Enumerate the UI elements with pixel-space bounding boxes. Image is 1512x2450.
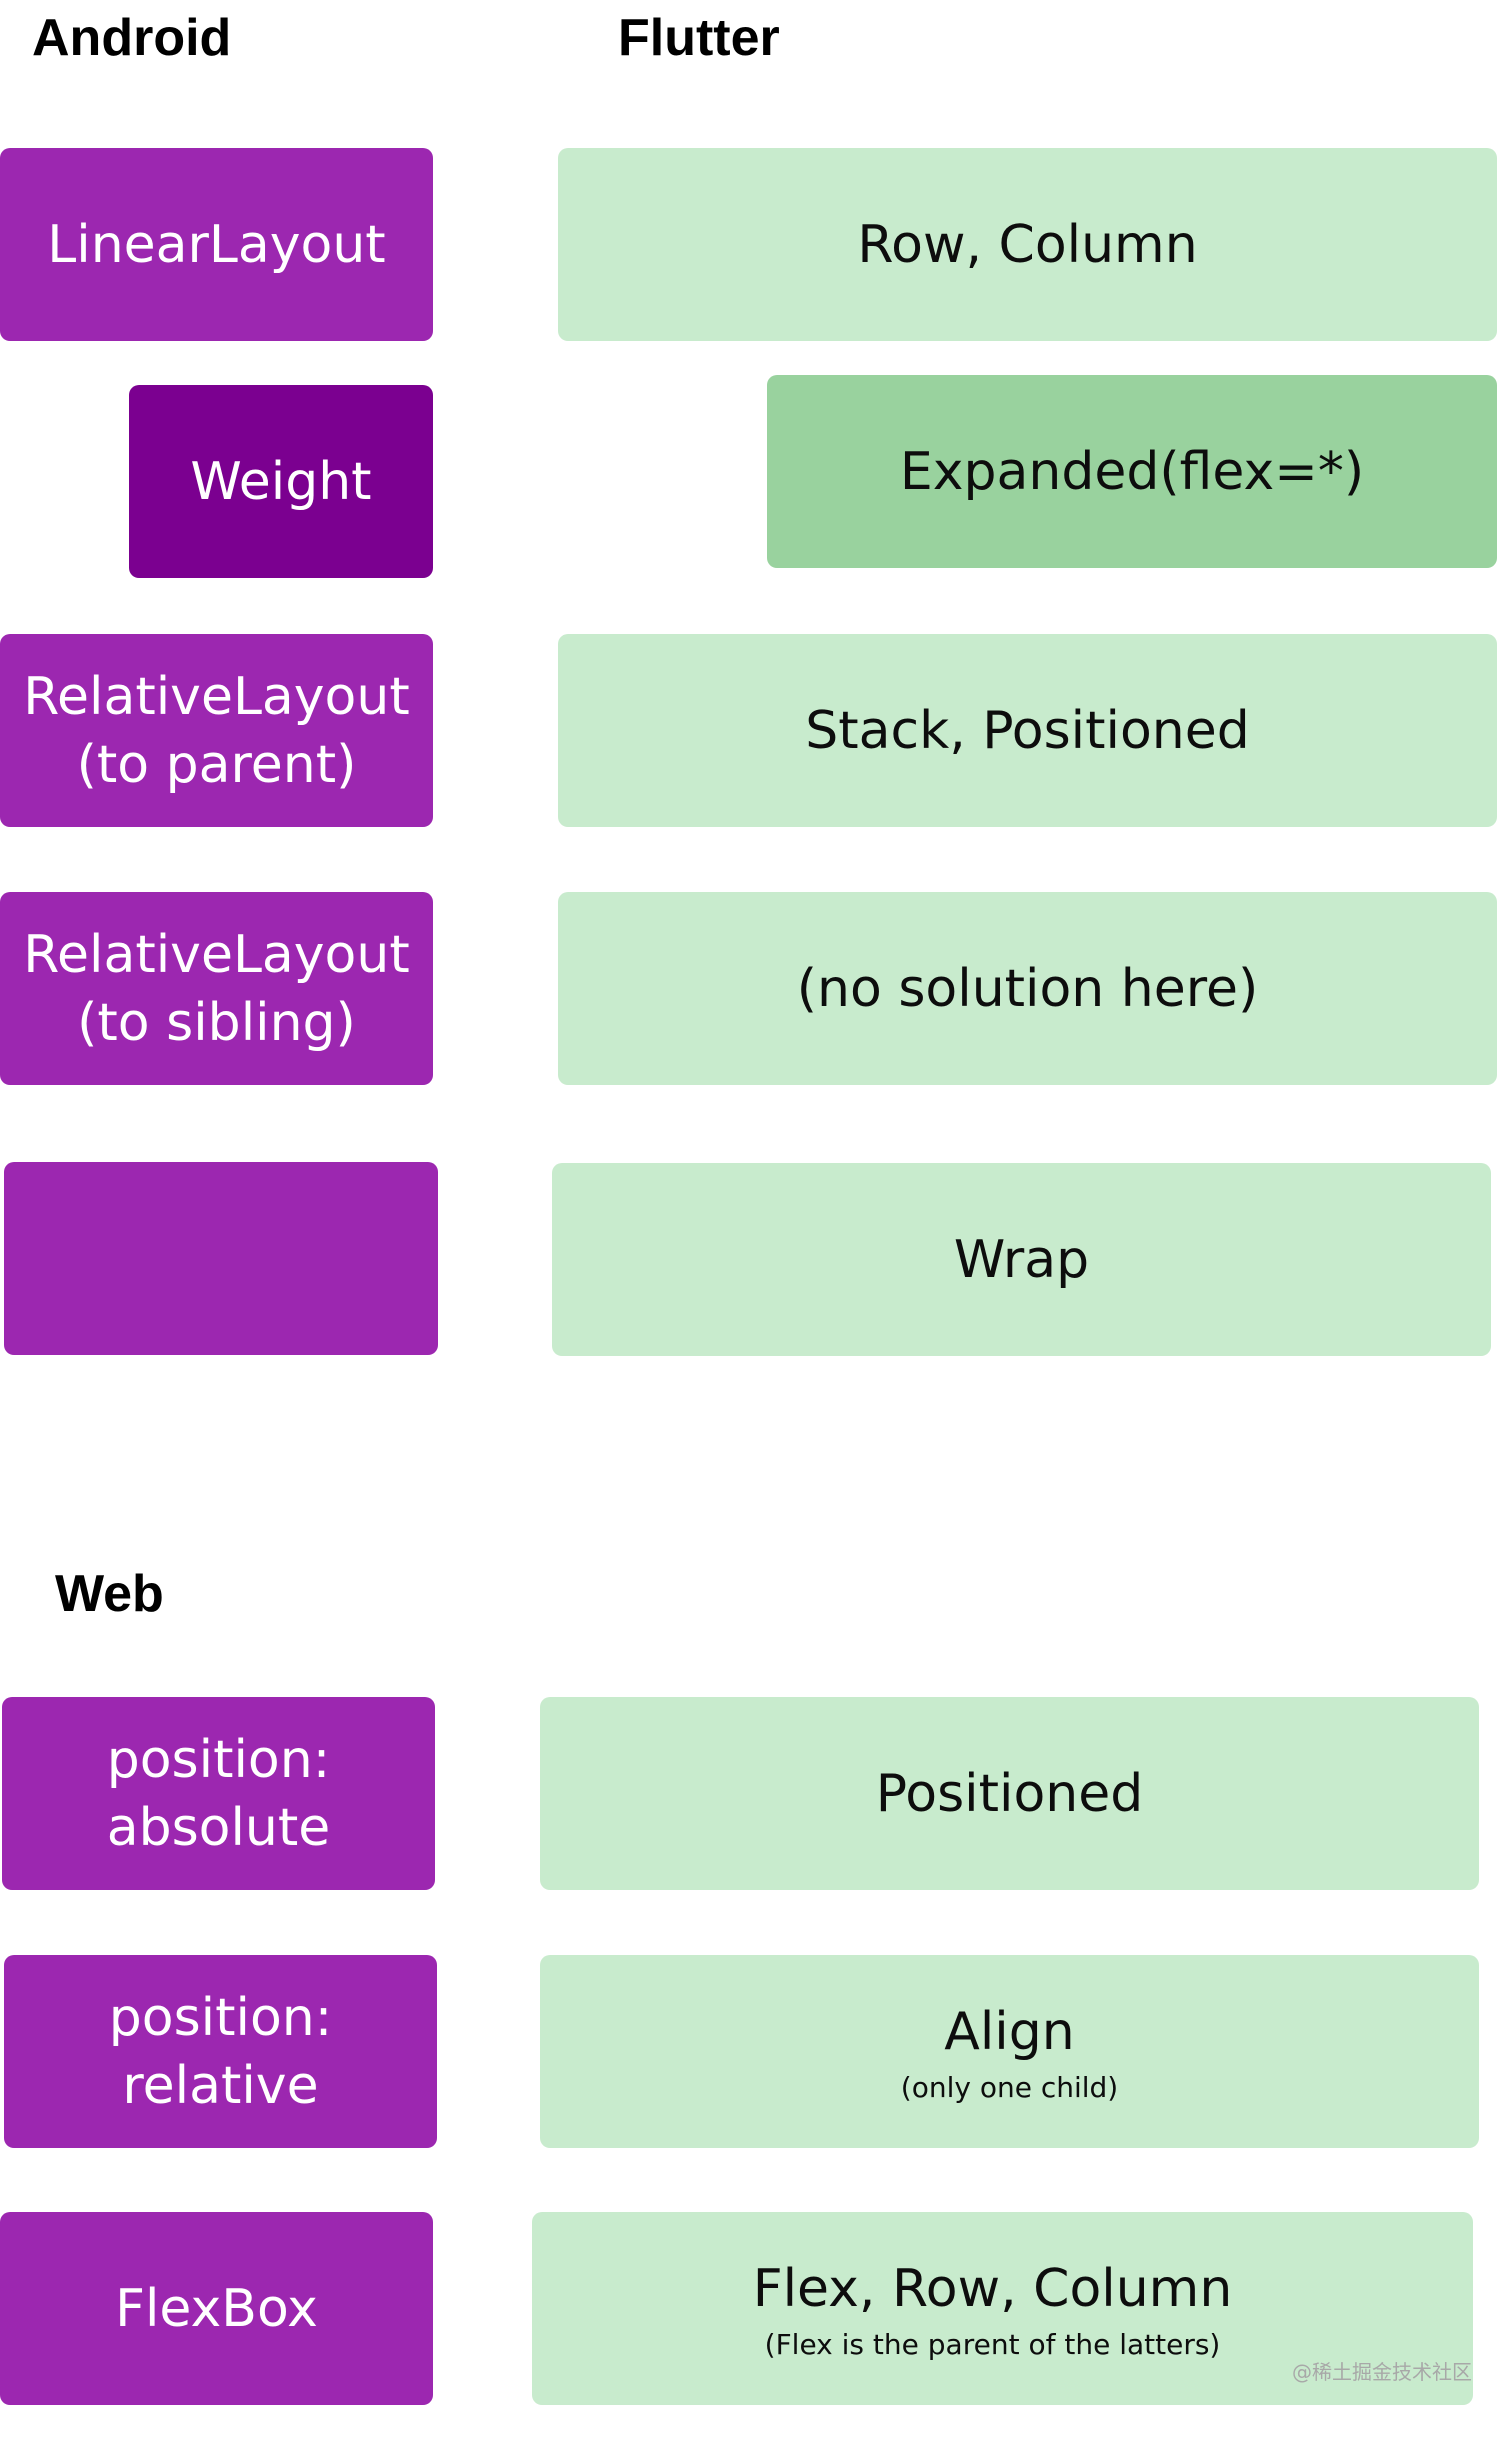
flutter-box-label: Row, Column [857, 214, 1198, 275]
flutter-heading: Flutter [618, 9, 780, 67]
web-flutter-box-align: Align (only one child) [540, 1955, 1479, 2148]
web-flutter-box-sublabel: (only one child) [900, 2070, 1119, 2104]
android-box-label: RelativeLayout (to sibling) [23, 924, 410, 1053]
android-box-linearlayout: LinearLayout [0, 148, 433, 341]
web-heading: Web [55, 1565, 164, 1623]
web-box-position-absolute: position: absolute [2, 1697, 435, 1890]
flutter-box-row-column: Row, Column [558, 148, 1497, 341]
android-box-empty [4, 1162, 438, 1355]
flutter-box-no-solution: (no solution here) [558, 892, 1497, 1085]
web-box-label: FlexBox [115, 2278, 318, 2339]
flutter-box-expanded: Expanded(flex=*) [767, 375, 1497, 568]
android-box-label: Weight [190, 451, 372, 512]
flutter-box-label: (no solution here) [796, 958, 1259, 1019]
watermark-text: @稀土掘金技术社区 [1292, 2360, 1472, 2384]
android-box-relativelayout-parent: RelativeLayout (to parent) [0, 634, 433, 827]
web-flutter-box-sublabel: (Flex is the parent of the latters) [764, 2327, 1221, 2361]
web-box-flexbox: FlexBox [0, 2212, 433, 2405]
flutter-box-label: Expanded(flex=*) [899, 441, 1365, 502]
android-box-weight: Weight [129, 385, 433, 578]
android-box-label: RelativeLayout (to parent) [23, 666, 410, 795]
android-heading: Android [32, 9, 232, 67]
flutter-box-stack-positioned: Stack, Positioned [558, 634, 1497, 827]
web-flutter-box-flex-row-column: Flex, Row, Column (Flex is the parent of… [532, 2212, 1473, 2405]
web-box-label: position: absolute [106, 1729, 331, 1858]
flutter-box-wrap: Wrap [552, 1163, 1491, 1356]
web-flutter-box-label: Positioned [875, 1763, 1144, 1824]
flutter-box-label: Stack, Positioned [805, 700, 1250, 761]
web-flutter-box-positioned: Positioned [540, 1697, 1479, 1890]
web-box-position-relative: position: relative [4, 1955, 437, 2148]
web-flutter-box-label: Flex, Row, Column [752, 2258, 1233, 2319]
android-box-label: LinearLayout [47, 214, 386, 275]
flutter-box-label: Wrap [953, 1229, 1090, 1290]
web-flutter-box-label: Align [944, 2001, 1075, 2062]
web-box-label: position: relative [108, 1987, 333, 2116]
android-box-relativelayout-sibling: RelativeLayout (to sibling) [0, 892, 433, 1085]
